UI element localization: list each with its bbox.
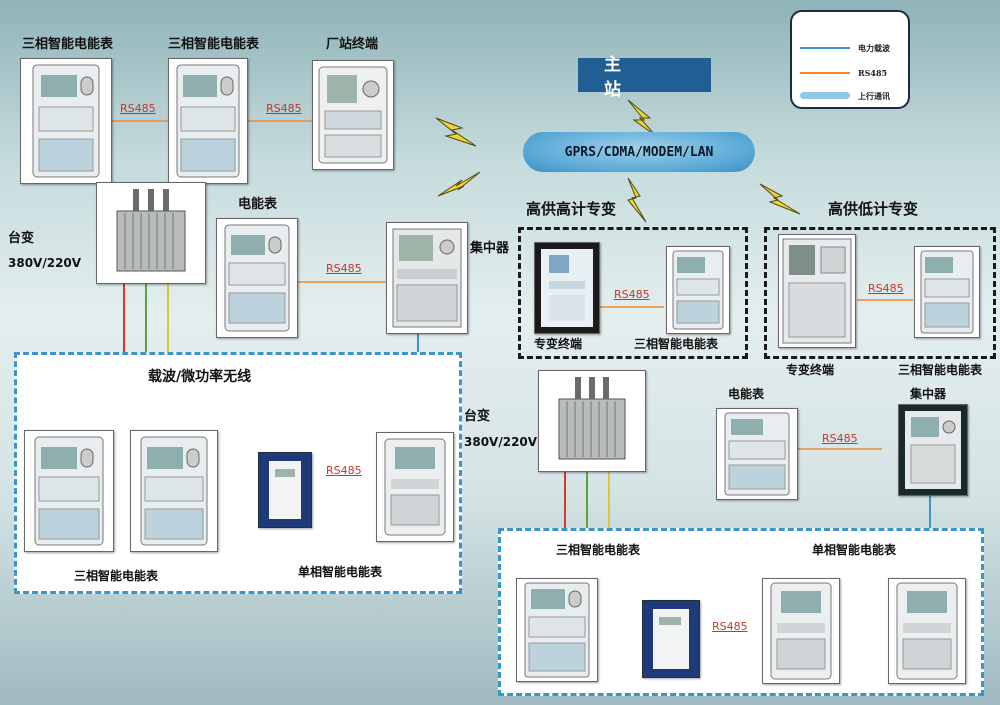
three-phase-meter-2: [168, 58, 248, 184]
bottom-three-phase-label: 三相智能电能表: [556, 543, 641, 557]
right-meter: [716, 408, 798, 500]
bottom-single-phase-meter-2: [888, 578, 966, 684]
legend-swatch-carrier: [800, 47, 850, 49]
transformer1-label: 台变: [8, 231, 35, 246]
transformer-2: [538, 370, 646, 472]
bottom-single-phase-meter-1: [762, 578, 840, 684]
legend: 电力载波 RS485 上行通讯: [790, 10, 910, 109]
bottom-single-phase-label: 单相智能电能表: [812, 543, 897, 557]
right-concentrator-label: 集中器: [910, 387, 947, 401]
carrier-three-phase-label: 三相智能电能表: [74, 569, 159, 583]
carrier-module: [258, 452, 312, 528]
right-meter-label: 电能表: [728, 387, 765, 401]
concentrator: [386, 222, 468, 334]
single-phase-meter-1: [376, 432, 454, 542]
transformer-1: [96, 182, 206, 284]
hv-high-terminal-label: 专变终端: [534, 337, 583, 351]
rs485-label-5: RS485: [614, 288, 650, 301]
hv-low-terminal: [778, 234, 856, 348]
meter1-label: 三相智能电能表: [22, 37, 114, 52]
meter-label: 电能表: [238, 197, 278, 212]
three-phase-meter-1: [20, 58, 112, 184]
rs485-label-2: RS485: [266, 102, 302, 115]
hv-high-meter: [666, 246, 730, 334]
hv-high-terminal: [534, 242, 600, 334]
meter2-label: 三相智能电能表: [168, 37, 260, 52]
concentrator-label: 集中器: [470, 241, 510, 256]
rs485-label-7: RS485: [822, 432, 858, 445]
plant-terminal-label: 厂站终端: [326, 37, 379, 52]
right-concentrator: [898, 404, 968, 496]
hv-low-title: 高供低计专变: [828, 200, 919, 218]
carrier-single-phase-label: 单相智能电能表: [298, 565, 383, 579]
rs485-label-6: RS485: [868, 282, 904, 295]
legend-swatch-rs485: [800, 72, 850, 74]
hv-low-box: [764, 227, 996, 359]
plant-terminal: [312, 60, 394, 170]
carrier-three-phase-meter-1: [24, 430, 114, 552]
hv-low-terminal-label: 专变终端: [786, 363, 835, 377]
rs485-label-1: RS485: [120, 102, 156, 115]
legend-label-rs485: RS485: [858, 68, 888, 78]
transformer2-label: 台变: [464, 409, 491, 424]
network-cloud: GPRS/CDMA/MODEM/LAN: [523, 132, 755, 172]
rs485-label-3: RS485: [326, 262, 362, 275]
legend-swatch-uplink: [800, 92, 850, 99]
hv-high-meter-label: 三相智能电能表: [634, 337, 719, 351]
hv-high-box: [518, 227, 748, 359]
bottom-carrier-module: [642, 600, 700, 678]
hv-low-meter: [914, 246, 980, 338]
hv-low-meter-label: 三相智能电能表: [898, 363, 983, 377]
master-station: 主 站: [578, 55, 711, 100]
rs485-label-4: RS485: [326, 464, 362, 477]
rs485-label-8: RS485: [712, 620, 748, 633]
legend-label-carrier: 电力载波: [858, 43, 890, 53]
bottom-three-phase-meter: [516, 578, 598, 682]
hv-high-title: 高供高计专变: [526, 200, 617, 218]
carrier-three-phase-meter-2: [130, 430, 218, 552]
electricity-meter: [216, 218, 298, 338]
carrier-box-title: 载波/微功率无线: [148, 369, 252, 385]
transformer2-voltage: 380V/220V: [464, 435, 538, 449]
legend-label-uplink: 上行通讯: [858, 91, 890, 101]
transformer1-voltage: 380V/220V: [8, 256, 82, 270]
